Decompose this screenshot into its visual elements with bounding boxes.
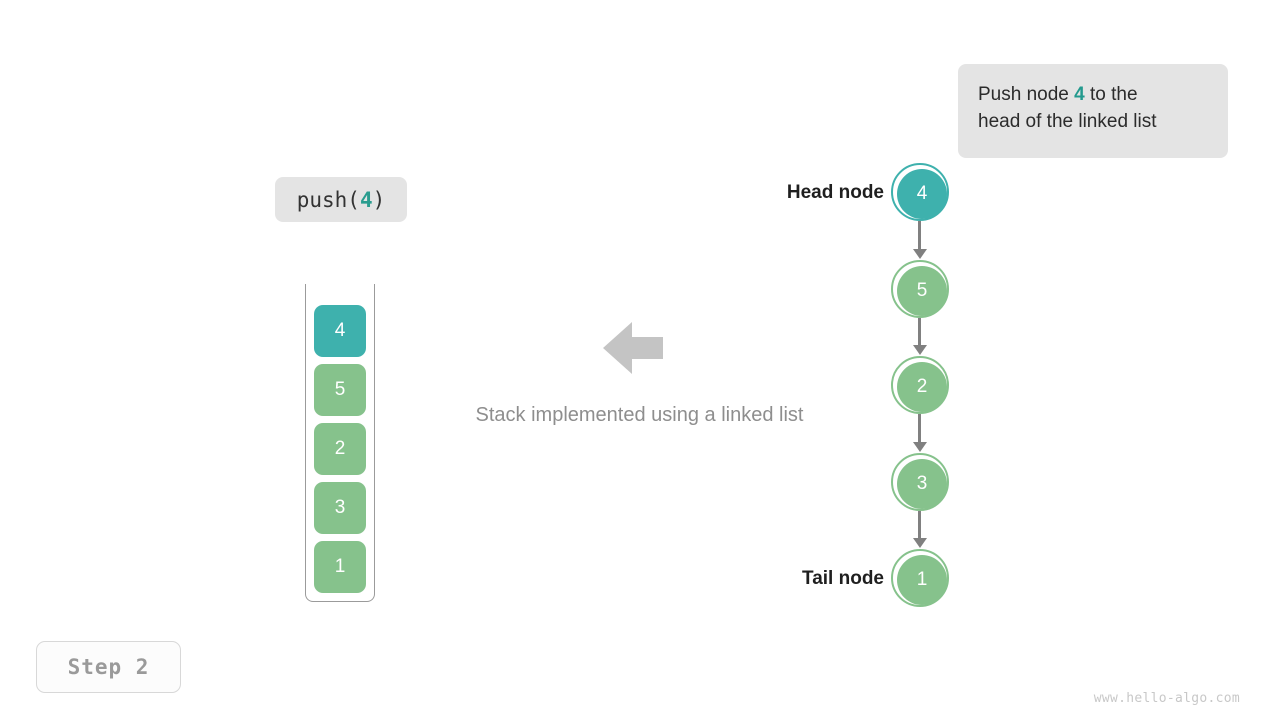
linked-list-edge [918, 510, 921, 540]
linked-list-node-value: 5 [916, 279, 928, 301]
linked-list-node: 2 [891, 356, 949, 414]
linked-list-node-disc: 4 [897, 169, 947, 219]
operation-argument: 4 [359, 187, 373, 212]
stack-cell-value: 5 [334, 379, 346, 400]
callout-box: Push node 4 to the head of the linked li… [958, 64, 1228, 158]
linked-list-node-label: Tail node [802, 568, 884, 589]
operation-close-paren: ) [372, 187, 386, 212]
linked-list-node-disc: 2 [897, 362, 947, 412]
linked-list-node: 4 [891, 163, 949, 221]
linked-list-edge [918, 414, 921, 444]
callout-suffix: to the [1084, 84, 1138, 105]
linked-list-node-disc: 3 [897, 458, 947, 509]
linked-list-edge [918, 221, 921, 251]
linked-list-edge-arrowhead [912, 538, 927, 548]
step-badge-label: Step 2 [67, 655, 150, 679]
linked-list-node: 5 [891, 259, 949, 318]
stack-cell: 3 [314, 482, 366, 534]
linked-list-node: 3 [891, 452, 949, 511]
linked-list-edge-arrowhead [912, 441, 927, 452]
linked-list-node-value: 2 [916, 376, 928, 397]
callout-line2: head of the linked list [978, 111, 1157, 132]
diagram-caption: Stack implemented using a linked list [475, 404, 804, 426]
linked-list-edge-arrowhead [912, 248, 927, 259]
stack-cell: 5 [314, 364, 366, 416]
stack-cell: 2 [314, 423, 366, 475]
stack-cell-value: 4 [334, 320, 346, 341]
linked-list-edge [918, 317, 921, 347]
stack-cell: 4 [314, 305, 366, 357]
linked-list-node-value: 1 [916, 569, 928, 590]
callout-text: Push node 4 to the head of the linked li… [978, 81, 1208, 135]
stack-cell: 1 [314, 541, 366, 593]
operation-pill: push(4) [275, 177, 407, 222]
operation-name: push [296, 187, 348, 212]
step-badge: Step 2 [36, 641, 181, 693]
stack-cell-value: 2 [334, 438, 346, 459]
operation-open-paren: ( [347, 187, 360, 212]
linked-list-node-value: 4 [916, 183, 928, 204]
linked-list-node-disc: 5 [897, 265, 947, 316]
linked-list: 4 Head node 5 2 3 1 Tail node [787, 150, 1030, 620]
watermark: www.hello-algo.com [1093, 691, 1240, 706]
stack-cell-value: 3 [334, 497, 346, 518]
linked-list-edge-arrowhead [912, 345, 927, 355]
linked-list-node-label: Head node [786, 182, 884, 203]
linked-list-node: 1 [891, 549, 949, 607]
stack-container: 4 5 2 3 1 [305, 284, 375, 602]
callout-prefix: Push node [978, 84, 1075, 105]
linked-list-node-value: 3 [916, 472, 928, 494]
stack-cell-value: 1 [334, 556, 346, 577]
linked-list-node-disc: 1 [897, 555, 947, 605]
operation-label: push(4) [297, 188, 386, 212]
left-arrow-icon [603, 320, 663, 376]
callout-highlight-value: 4 [1074, 84, 1085, 105]
